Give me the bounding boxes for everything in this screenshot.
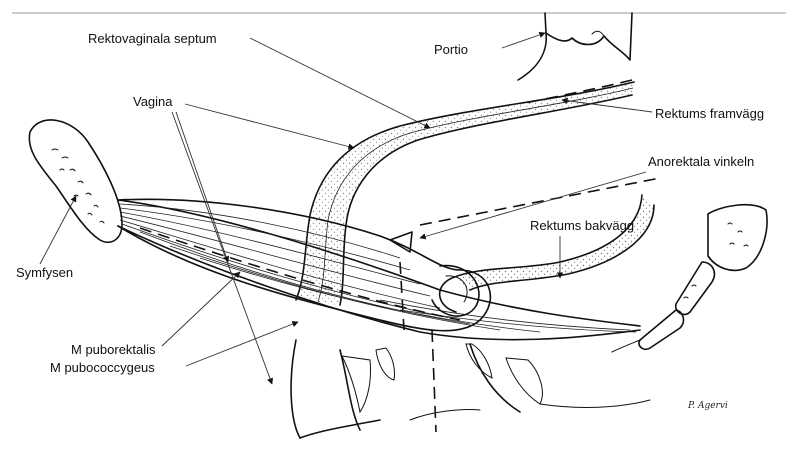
label-rektums-bakvagg: Rektums bakvägg	[530, 218, 634, 233]
leader-symfysen	[40, 196, 76, 264]
label-rektums-framvagg: Rektums framvägg	[655, 106, 764, 121]
leader-vagina-1	[185, 104, 354, 148]
symphysis-shape	[29, 120, 122, 242]
leader-portio	[502, 33, 545, 48]
label-vagina: Vagina	[133, 94, 173, 109]
leader-m-pubococcygeus	[186, 322, 298, 366]
artist-signature: P. Agervi	[687, 401, 728, 411]
rectum-shape	[400, 178, 660, 432]
label-m-puborektalis: M puborektalis	[71, 342, 156, 357]
perineum-shape	[291, 340, 650, 438]
uterus-shape	[518, 13, 632, 80]
leader-vagina-2	[172, 112, 272, 384]
leader-m-puborektalis	[162, 272, 240, 346]
leader-rektovaginala-septum	[250, 38, 430, 128]
label-portio: Portio	[434, 42, 468, 57]
label-anorektala-vinkeln: Anorektala vinkeln	[648, 154, 754, 169]
label-symfysen: Symfysen	[16, 265, 73, 280]
label-rektovaginala-septum: Rektovaginala septum	[88, 31, 217, 46]
label-m-pubococcygeus: M pubococcygeus	[50, 360, 155, 375]
